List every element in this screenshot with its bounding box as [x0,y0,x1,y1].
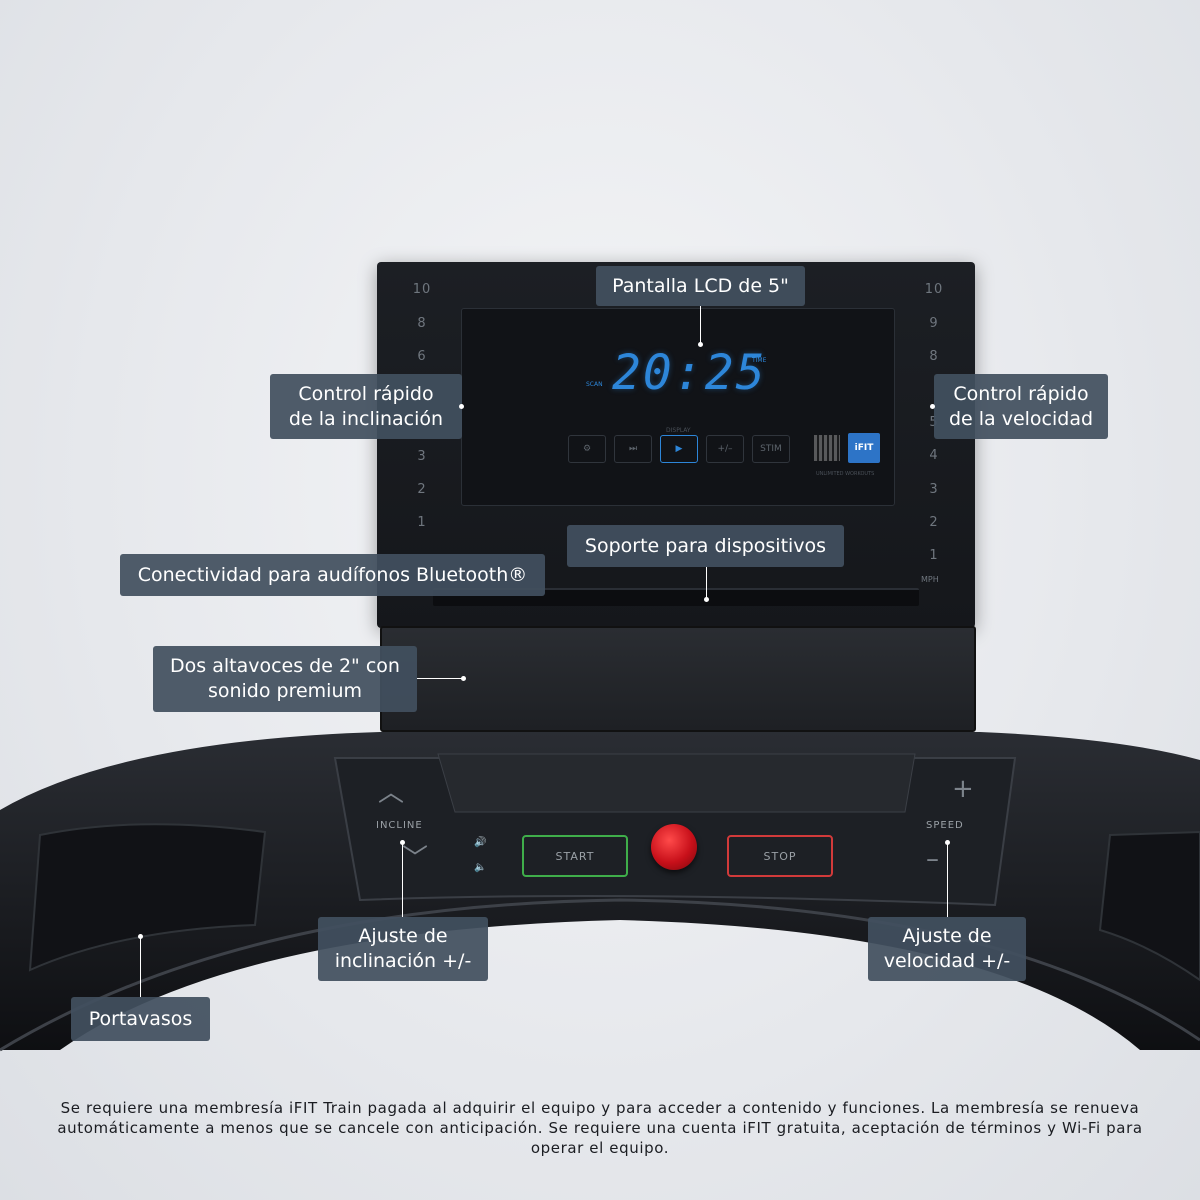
speed-label: SPEED [926,820,964,831]
speed-scale-9[interactable]: 9 [929,316,939,331]
incline-scale-8[interactable]: 8 [417,316,427,331]
display-label: DISPLAY [666,427,691,434]
leader-cup-holder [140,937,141,997]
speed-down-icon[interactable]: – [926,844,939,874]
incline-scale-1[interactable]: 1 [417,515,427,530]
time-readout: 20:25 [612,345,767,401]
qr-code[interactable] [814,435,840,461]
incline-scale-10[interactable]: 10 [412,282,432,297]
leader-dot-speed-quick [930,404,935,409]
leader-dot-speed-adjust [945,840,950,845]
callout-lcd: Pantalla LCD de 5" [596,266,805,306]
callout-speed-adjust: Ajuste de velocidad +/- [868,917,1026,981]
skip-button[interactable]: ⏭ [614,435,652,463]
time-label: TIME [752,357,767,364]
incline-label: INCLINE [376,820,423,831]
speed-scale-4[interactable]: 4 [929,448,939,463]
device-holder-tray [433,588,919,606]
speed-scale-1[interactable]: 1 [929,548,939,563]
start-button[interactable]: START [522,835,628,877]
leader-incline-adjust [402,843,403,917]
lcd-screen: SCAN 20:25 TIME DISPLAY ⚙ ⏭ ▶ +/– STIM i… [461,308,895,506]
play-icon: ▶ [675,444,683,454]
incline-scale-3[interactable]: 3 [417,449,427,464]
membership-disclaimer: Se requiere una membresía iFIT Train pag… [57,1099,1143,1157]
speed-scale-8[interactable]: 8 [929,349,939,364]
leader-dot-incline-quick [459,404,464,409]
leader-lcd [700,306,701,344]
volume-down-icon[interactable]: 🔈 [474,862,487,873]
incline-down-icon[interactable]: ﹀ [402,844,429,874]
leader-speakers [417,678,463,679]
callout-speed-quick: Control rápido de la velocidad [934,374,1108,439]
callout-bluetooth: Conectividad para audífonos Bluetooth® [120,554,545,596]
speed-scale-10[interactable]: 10 [924,282,944,297]
leader-dot-lcd [698,342,703,347]
leader-dot-speakers [461,676,466,681]
scan-label: SCAN [586,381,603,388]
leader-device-holder [706,567,707,599]
stop-button[interactable]: STOP [727,835,833,877]
incline-up-icon[interactable]: ︿ [378,778,405,808]
play-button[interactable]: ▶ [660,435,698,463]
plus-minus-button[interactable]: +/– [706,435,744,463]
speed-scale-2[interactable]: 2 [929,515,939,530]
speed-scale-5[interactable]: 5 [919,415,949,430]
incline-scale-6[interactable]: 6 [417,349,427,364]
callout-incline-quick: Control rápido de la inclinación [270,374,462,439]
speed-scale-3[interactable]: 3 [929,482,939,497]
leader-dot-cup-holder [138,934,143,939]
stim-button[interactable]: STIM [752,435,790,463]
unlimited-workouts-label: UNLIMITED WORKOUTS [816,471,875,477]
gear-button[interactable]: ⚙ [568,435,606,463]
leader-speed-adjust [947,843,948,917]
callout-incline-adjust: Ajuste de inclinación +/- [318,917,488,981]
safety-key[interactable] [651,824,697,870]
volume-up-icon[interactable]: 🔊 [474,837,487,848]
callout-device-holder: Soporte para dispositivos [567,525,844,567]
ifit-logo[interactable]: iFIT [848,433,880,463]
speaker-bar [380,626,976,732]
incline-scale-2[interactable]: 2 [417,482,427,497]
callout-cup-holder: Portavasos [71,997,210,1041]
callout-speakers: Dos altavoces de 2" con sonido premium [153,646,417,712]
leader-dot-device-holder [704,597,709,602]
skip-icon: ⏭ [628,444,638,454]
speed-unit: MPH [921,575,939,584]
gear-icon: ⚙ [582,444,592,454]
speed-up-icon[interactable]: + [952,774,974,804]
leader-dot-incline-adjust [400,840,405,845]
